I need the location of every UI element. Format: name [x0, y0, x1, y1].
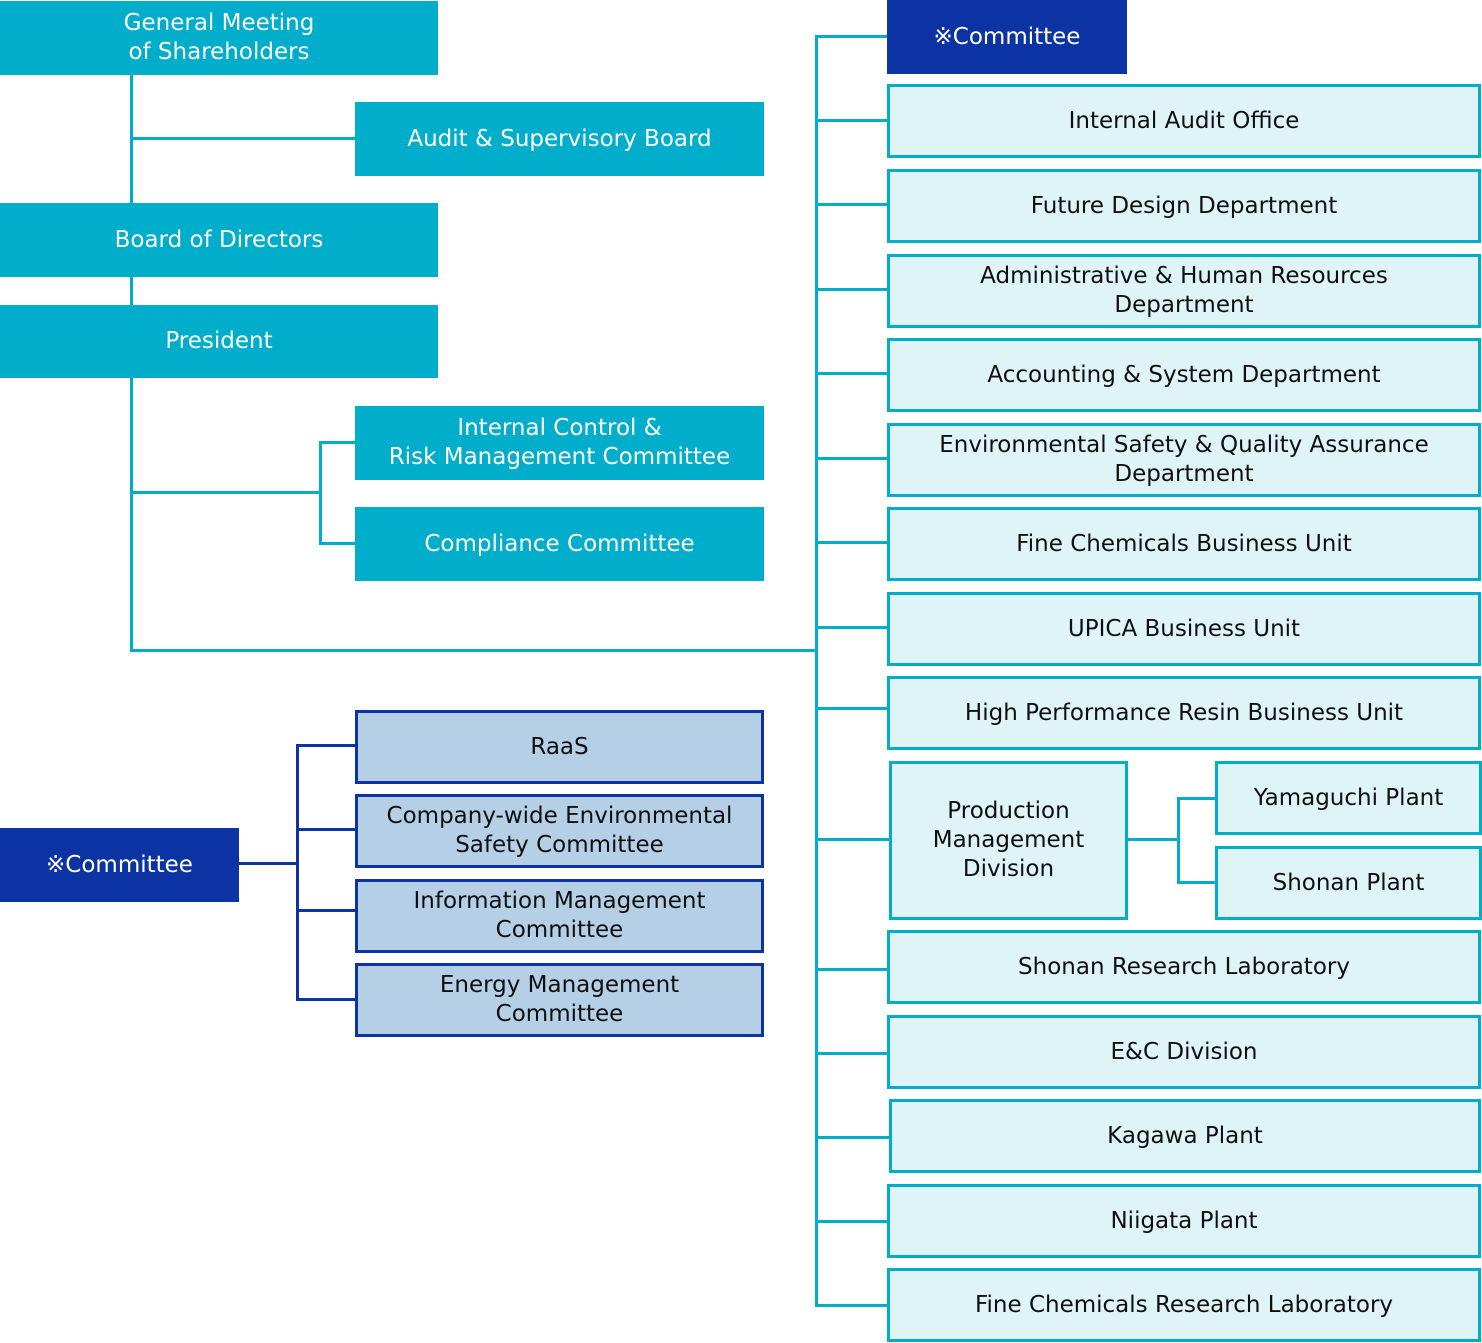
branch-line: [815, 119, 888, 122]
trunk-line: [815, 35, 818, 1307]
committee-item-label: Information Management Committee: [413, 888, 706, 943]
branch-line: [815, 1304, 888, 1307]
committee-item-label: RaaS: [530, 733, 589, 760]
department-label: Fine Chemicals Business Unit: [1016, 530, 1352, 557]
department-label: Fine Chemicals Research Laboratory: [974, 1291, 1394, 1318]
department-box: Shonan Research Laboratory: [887, 930, 1481, 1004]
department-box: High Performance Resin Business Unit: [887, 676, 1481, 750]
branch-line: [815, 541, 888, 544]
compliance-box: Compliance Committee: [355, 507, 764, 581]
committee-group-box: ※Committee: [0, 828, 239, 902]
department-box: Fine Chemicals Business Unit: [887, 507, 1481, 581]
connector-line: [130, 137, 356, 140]
connector-line: [130, 377, 133, 652]
department-label: Environmental Safety & Quality Assurance…: [939, 432, 1429, 487]
shareholders-box: General Meeting of Shareholders: [0, 1, 438, 75]
internal-control-label: Internal Control & Risk Management Commi…: [388, 415, 731, 470]
connector-line: [319, 542, 356, 545]
connector-line: [296, 744, 356, 747]
branch-line: [815, 626, 888, 629]
department-box: Fine Chemicals Research Laboratory: [887, 1268, 1481, 1342]
department-box: Administrative & Human Resources Departm…: [887, 254, 1481, 328]
committee-item-label: Energy Management Committee: [439, 972, 680, 1027]
branch-line: [815, 457, 888, 460]
committee-item-label: Company-wide Environmental Safety Commit…: [386, 803, 733, 858]
department-box: E&C Division: [887, 1015, 1481, 1089]
plant-label: Shonan Plant: [1272, 869, 1425, 896]
president-label: President: [165, 328, 273, 354]
internal-control-box: Internal Control & Risk Management Commi…: [355, 406, 764, 480]
plant-box: Shonan Plant: [1215, 846, 1482, 920]
committee-group-label: ※Committee: [46, 851, 193, 878]
branch-line: [815, 707, 888, 710]
board-of-directors-label: Board of Directors: [114, 226, 324, 253]
department-box: Environmental Safety & Quality Assurance…: [887, 423, 1481, 497]
connector-line: [1177, 881, 1217, 884]
department-box: Future Design Department: [887, 169, 1481, 243]
branch-line: [815, 1220, 888, 1223]
plant-label: Yamaguchi Plant: [1253, 784, 1444, 811]
department-label: E&C Division: [1110, 1038, 1258, 1065]
department-label: UPICA Business Unit: [1067, 615, 1301, 642]
connector-line: [130, 491, 321, 494]
department-label: High Performance Resin Business Unit: [964, 699, 1404, 726]
connector-line: [319, 441, 322, 545]
branch-line: [815, 1136, 890, 1139]
connector-line: [238, 862, 299, 865]
department-box: UPICA Business Unit: [887, 592, 1481, 666]
department-box: Accounting & System Department: [887, 338, 1481, 412]
production-division-label: Production Management Division: [932, 798, 1085, 882]
connector-line: [296, 909, 356, 912]
connector-line: [1177, 797, 1180, 884]
branch-line: [815, 838, 890, 841]
production-division-box: Production Management Division: [889, 761, 1128, 920]
branch-line: [815, 203, 888, 206]
department-box: Kagawa Plant: [889, 1099, 1481, 1173]
branch-line: [815, 372, 888, 375]
connector-line: [296, 828, 356, 831]
committee-header-label: ※Committee: [933, 23, 1081, 50]
connector-line: [130, 276, 133, 306]
connector-line: [130, 649, 818, 652]
department-label: Accounting & System Department: [987, 361, 1381, 388]
audit-board-label: Audit & Supervisory Board: [407, 125, 712, 152]
branch-line: [815, 1052, 888, 1055]
department-label: Shonan Research Laboratory: [1018, 953, 1350, 980]
plant-box: Yamaguchi Plant: [1215, 761, 1482, 835]
committee-header-box: ※Committee: [887, 0, 1127, 74]
department-label: Niigata Plant: [1110, 1207, 1258, 1234]
branch-line: [815, 288, 888, 291]
board-of-directors-box: Board of Directors: [0, 203, 438, 277]
department-label: Kagawa Plant: [1107, 1122, 1263, 1149]
department-label: Future Design Department: [1030, 192, 1338, 219]
branch-line: [815, 968, 888, 971]
department-label: Administrative & Human Resources Departm…: [980, 263, 1388, 318]
connector-line: [1126, 838, 1180, 841]
audit-board-box: Audit & Supervisory Board: [355, 102, 764, 176]
committee-item-box: Company-wide Environmental Safety Commit…: [355, 794, 764, 868]
department-box: Niigata Plant: [887, 1184, 1481, 1258]
connector-line: [296, 744, 299, 1001]
committee-item-box: Information Management Committee: [355, 879, 764, 953]
connector-line: [296, 998, 356, 1001]
president-box: President: [0, 305, 438, 378]
connector-line: [1177, 797, 1217, 800]
branch-line: [815, 35, 888, 38]
committee-item-box: Energy Management Committee: [355, 963, 764, 1037]
committee-item-box: RaaS: [355, 710, 764, 784]
compliance-label: Compliance Committee: [424, 530, 695, 557]
connector-line: [319, 441, 356, 444]
department-box: Internal Audit Office: [887, 84, 1481, 158]
shareholders-label: General Meeting of Shareholders: [123, 10, 315, 65]
department-label: Internal Audit Office: [1068, 107, 1300, 134]
